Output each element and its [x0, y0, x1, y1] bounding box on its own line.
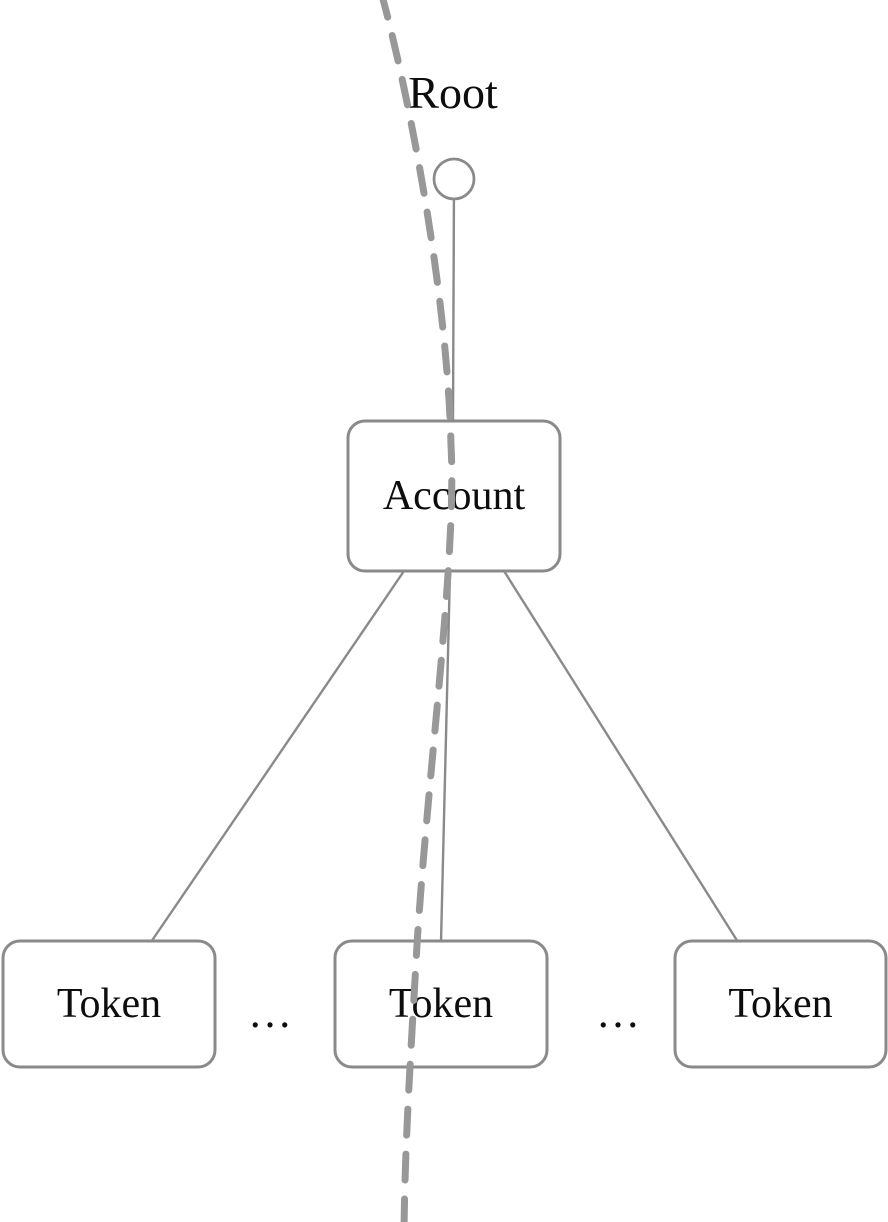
root-label: Root [408, 66, 498, 118]
ellipsis-right: … [596, 987, 646, 1037]
edge-root-account [451, 181, 456, 422]
token-label-3: Token [728, 981, 833, 1027]
account-label: Account [382, 473, 526, 519]
token-label-2: Token [388, 981, 494, 1027]
token-label-1: Token [56, 981, 162, 1027]
token-node-box-1 [1, 939, 217, 1069]
ellipsis-left: … [248, 987, 298, 1037]
root-node-circle [432, 157, 476, 201]
edge-account-token-2 [439, 570, 452, 943]
edge-account-token-1 [150, 570, 405, 943]
token-node-box-3 [673, 939, 888, 1069]
edge-account-token-3 [502, 570, 740, 943]
